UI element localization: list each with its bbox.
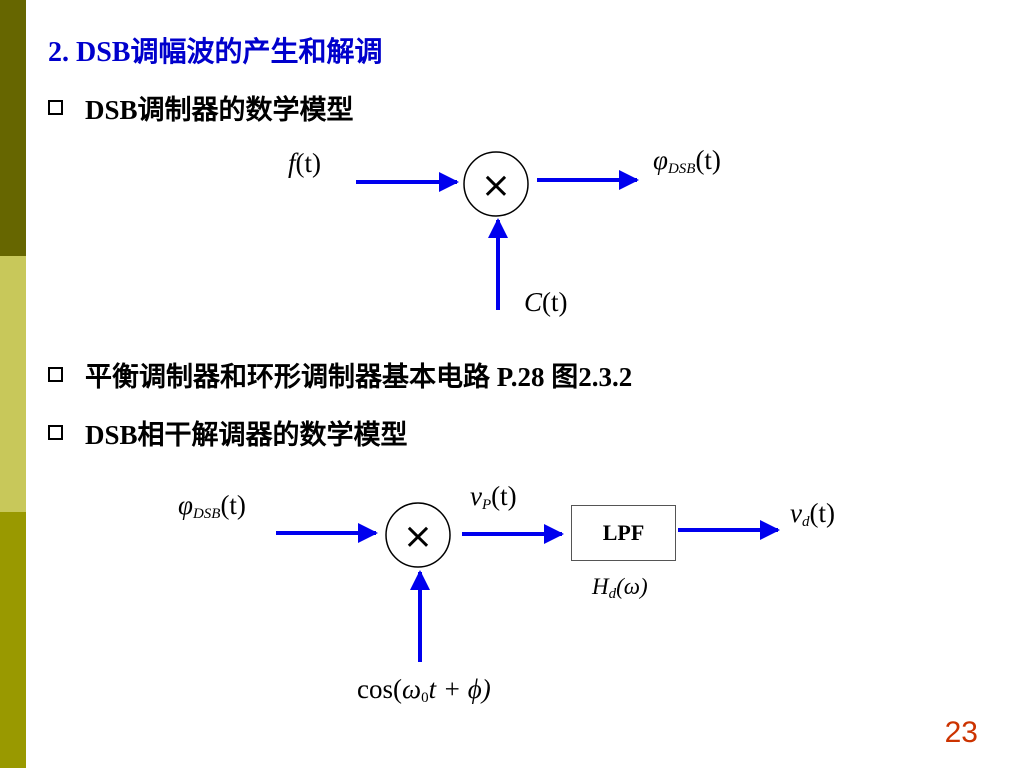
demodulator-reference-label: cos(ω0t + ϕ) <box>357 674 491 706</box>
demodulator-multiplier-circle <box>385 502 451 568</box>
demodulator-multiplier-sign: × <box>403 516 433 557</box>
bullet-box-icon <box>48 425 63 440</box>
bullet-box-icon <box>48 367 63 382</box>
sidebar-band-bottom <box>0 512 26 768</box>
lpf-label: LPF <box>602 520 645 545</box>
page-number: 23 <box>944 716 978 749</box>
section-heading: 2. DSB调幅波的产生和解调 <box>48 37 383 68</box>
bullet-coherent-demodulator: DSB相干解调器的数学模型 <box>48 413 408 452</box>
sidebar-band-top <box>0 0 26 256</box>
sidebar-band-middle <box>0 256 26 512</box>
modulator-multiplier-sign: × <box>481 165 511 206</box>
lpf-block: LPF <box>571 505 676 561</box>
bullet-balanced-modulator: 平衡调制器和环形调制器基本电路 P.28 图2.3.2 <box>48 355 632 394</box>
bullet-box-icon <box>48 100 63 115</box>
modulator-multiplier-circle <box>463 151 529 217</box>
lpf-transfer-function: Hd(ω) <box>592 574 648 602</box>
bullet-text: DSB相干解调器的数学模型 <box>85 420 408 450</box>
demodulator-input-label: φDSB(t) <box>178 490 246 522</box>
bullet-text: DSB调制器的数学模型 <box>85 95 354 125</box>
modulator-input-label: f(t) <box>288 148 321 178</box>
bullet-dsb-modulator: DSB调制器的数学模型 <box>48 88 354 127</box>
modulator-output-label: φDSB(t) <box>653 145 721 177</box>
modulator-carrier-label: C(t) <box>524 287 568 317</box>
demodulator-mid-label: vP(t) <box>470 481 517 513</box>
demodulator-output-label: vd(t) <box>790 498 835 530</box>
bullet-text: 平衡调制器和环形调制器基本电路 P.28 图2.3.2 <box>85 362 633 392</box>
